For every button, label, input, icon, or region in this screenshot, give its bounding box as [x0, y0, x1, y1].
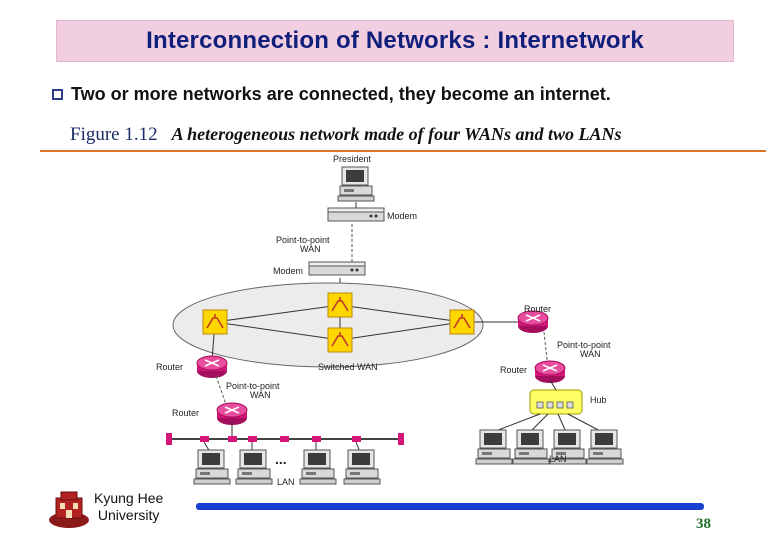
switch-top: [327, 292, 353, 318]
router-left-lower: [216, 402, 248, 426]
slide-title: Interconnection of Networks : Internetwo…: [146, 27, 644, 54]
router-left-lower-label: Router: [172, 408, 199, 418]
router-right-lower-label: Router: [500, 365, 527, 375]
bullet-point: Two or more networks are connected, they…: [52, 84, 611, 105]
figure-description: A heterogeneous network made of four WAN…: [171, 124, 622, 144]
page-number: 38: [696, 516, 711, 532]
footer-bar: [196, 503, 704, 510]
modem-bottom-icon: [308, 261, 366, 276]
p2p-left-label-2: WAN: [250, 390, 271, 400]
lan-right-pc-2: [512, 429, 550, 465]
p2p-right-label-1: Point-to-point: [557, 340, 611, 350]
modem-bottom-label: Modem: [273, 266, 303, 276]
p2p-right-label-2: WAN: [580, 349, 601, 359]
lan-left-pc-2: [235, 449, 273, 485]
university-name: Kyung Hee University: [94, 490, 163, 524]
university-line-1: Kyung Hee: [94, 490, 164, 506]
president-label: President: [333, 154, 372, 164]
university-line-2: University: [97, 507, 160, 523]
university-logo-icon: [49, 491, 89, 528]
switched-wan-label: Switched WAN: [318, 362, 378, 372]
lan-left-label: LAN: [277, 477, 295, 487]
modem-top-icon: [327, 207, 385, 222]
switch-right: [449, 309, 475, 335]
router-right-lower: [534, 360, 566, 384]
figure-caption: Figure 1.12 A heterogeneous network made…: [70, 124, 622, 146]
lan-left-pc-3: [299, 449, 337, 485]
lan-right-label: LAN: [549, 454, 567, 464]
p2p-top-label-2: WAN: [300, 244, 321, 254]
router-left: [196, 355, 228, 379]
title-banner: Interconnection of Networks : Internetwo…: [56, 20, 734, 62]
caption-divider: [40, 150, 766, 152]
lan-right-pc-1: [475, 429, 513, 465]
bullet-text: Two or more networks are connected, they…: [71, 84, 611, 104]
switch-left: [202, 309, 228, 335]
figure-number: Figure 1.12: [70, 124, 158, 145]
modem-top-label: Modem: [387, 211, 417, 221]
p2p-left-label-1: Point-to-point: [226, 381, 280, 391]
hub-label: Hub: [590, 395, 607, 405]
lan-right-pc-4: [586, 429, 624, 465]
lan-left-pc-4: [343, 449, 381, 485]
p2p-top-label-1: Point-to-point: [276, 235, 330, 245]
switch-center: [327, 327, 353, 353]
router-left-label: Router: [156, 362, 183, 372]
router-right: [517, 310, 549, 334]
switched-wan-cloud: [172, 282, 484, 368]
lan-left-pc-1: [193, 449, 231, 485]
lan-ellipsis: ...: [275, 451, 287, 467]
checkbox-bullet-icon: [52, 89, 63, 100]
router-right-label: Router: [524, 304, 551, 314]
president-computer: [337, 166, 375, 202]
